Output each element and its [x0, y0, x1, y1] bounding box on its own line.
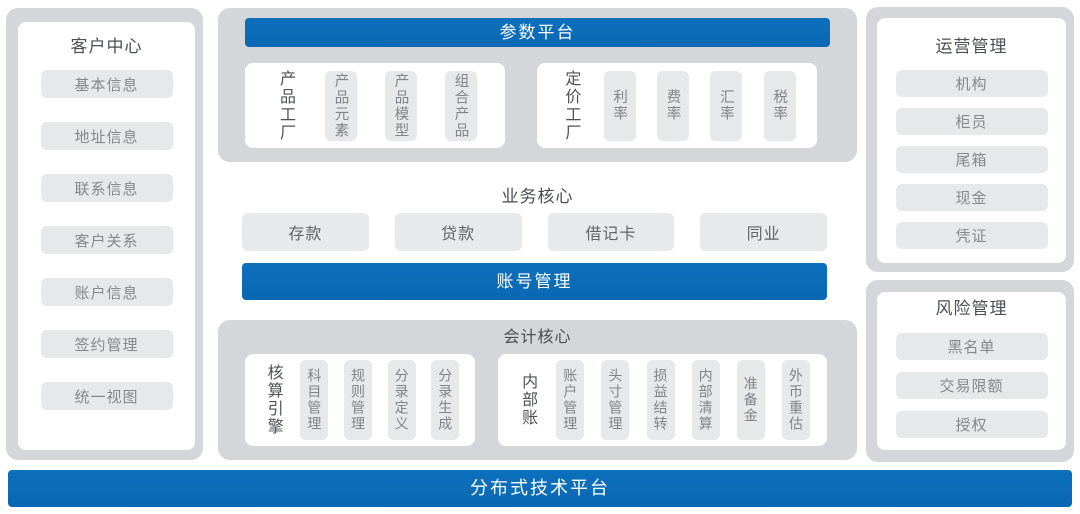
diagram-block: 头寸管理 [601, 360, 630, 440]
group-label: 内部账 [519, 373, 537, 427]
diagram-block: 柜员 [895, 108, 1048, 135]
business-core-title: 业务核心 [501, 187, 574, 206]
internal-account-group: 内部账 账户管理 头寸管理 损益结转 内部清算 准备金 外币重估 [498, 354, 827, 446]
diagram-block: 统一视图 [40, 382, 173, 410]
customer-center-card: 客户中心 基本信息 地址信息 联系信息 客户关系 账户信息 签约管理 统一视图 [18, 22, 195, 450]
diagram-block: 签约管理 [40, 330, 173, 358]
diagram-block: 贷款 [394, 213, 522, 251]
pricing-factory-group: 定价工厂 利率 费率 汇率 税率 [537, 63, 817, 148]
diagram-block: 客户关系 [40, 226, 173, 254]
diagram-block: 存款 [242, 213, 369, 251]
panel-title: 风险管理 [935, 299, 1008, 318]
accounting-core-panel: 会计核心 核算引擎 科目管理 规则管理 分录定义 分录生成 内部账 账户管理 头… [218, 320, 857, 460]
risk-management-card: 风险管理 黑名单 交易限额 授权 [877, 292, 1066, 450]
customer-center-panel: 客户中心 基本信息 地址信息 联系信息 客户关系 账户信息 签约管理 统一视图 [6, 8, 203, 460]
diagram-block: 基本信息 [40, 70, 173, 98]
diagram-block: 损益结转 [646, 360, 675, 440]
diagram-block: 产品元素 [325, 70, 357, 141]
risk-management-panel: 风险管理 黑名单 交易限额 授权 [866, 280, 1074, 462]
parameter-platform-header: 参数平台 [245, 18, 830, 47]
panel-title: 运营管理 [935, 37, 1008, 56]
diagram-block: 利率 [603, 70, 636, 141]
group-label: 定价工厂 [562, 69, 580, 142]
diagram-block: 内部清算 [691, 360, 720, 440]
diagram-block: 机构 [895, 70, 1048, 97]
diagram-block: 联系信息 [40, 174, 173, 202]
diagram-block: 账户管理 [556, 360, 585, 440]
diagram-block: 分录生成 [431, 360, 460, 440]
diagram-block: 规则管理 [343, 360, 372, 440]
diagram-block: 账户信息 [40, 278, 173, 306]
diagram-block: 费率 [656, 70, 689, 141]
diagram-block: 产品模型 [385, 70, 417, 141]
diagram-block: 现金 [895, 184, 1048, 211]
diagram-block: 准备金 [736, 360, 765, 440]
business-core-row: 存款 贷款 借记卡 同业 [242, 213, 827, 251]
product-factory-group: 产品工厂 产品元素 产品模型 组合产品 [245, 63, 505, 148]
diagram-block: 组合产品 [445, 70, 477, 141]
accounting-core-title: 会计核心 [503, 329, 572, 346]
diagram-block: 交易限额 [895, 372, 1048, 399]
diagram-block: 黑名单 [895, 333, 1048, 360]
diagram-block: 授权 [895, 411, 1048, 438]
diagram-block: 科目管理 [300, 360, 329, 440]
diagram-block: 税率 [763, 70, 796, 141]
operations-management-card: 运营管理 机构 柜员 尾箱 现金 凭证 [877, 18, 1066, 263]
diagram-block: 分录定义 [387, 360, 416, 440]
group-label: 核算引擎 [264, 364, 282, 436]
parameter-platform-panel: 参数平台 产品工厂 产品元素 产品模型 组合产品 定价工厂 利率 费率 汇率 税… [218, 8, 857, 162]
diagram-block: 汇率 [710, 70, 743, 141]
panel-title: 客户中心 [70, 37, 143, 56]
diagram-block: 借记卡 [547, 213, 675, 251]
parameter-groups: 产品工厂 产品元素 产品模型 组合产品 定价工厂 利率 费率 汇率 税率 [218, 63, 857, 148]
diagram-block: 凭证 [895, 222, 1048, 249]
tech-platform-bar: 分布式技术平台 [8, 470, 1072, 507]
diagram-block: 外币重估 [781, 360, 810, 440]
group-label: 产品工厂 [277, 69, 294, 142]
diagram-block: 地址信息 [40, 122, 173, 150]
account-management-bar: 账号管理 [242, 263, 827, 300]
operations-management-panel: 运营管理 机构 柜员 尾箱 现金 凭证 [866, 7, 1074, 272]
diagram-block: 尾箱 [895, 146, 1048, 173]
accounting-groups: 核算引擎 科目管理 规则管理 分录定义 分录生成 内部账 账户管理 头寸管理 损… [218, 354, 857, 446]
diagram-block: 同业 [700, 213, 827, 251]
accounting-engine-group: 核算引擎 科目管理 规则管理 分录定义 分录生成 [245, 354, 475, 446]
